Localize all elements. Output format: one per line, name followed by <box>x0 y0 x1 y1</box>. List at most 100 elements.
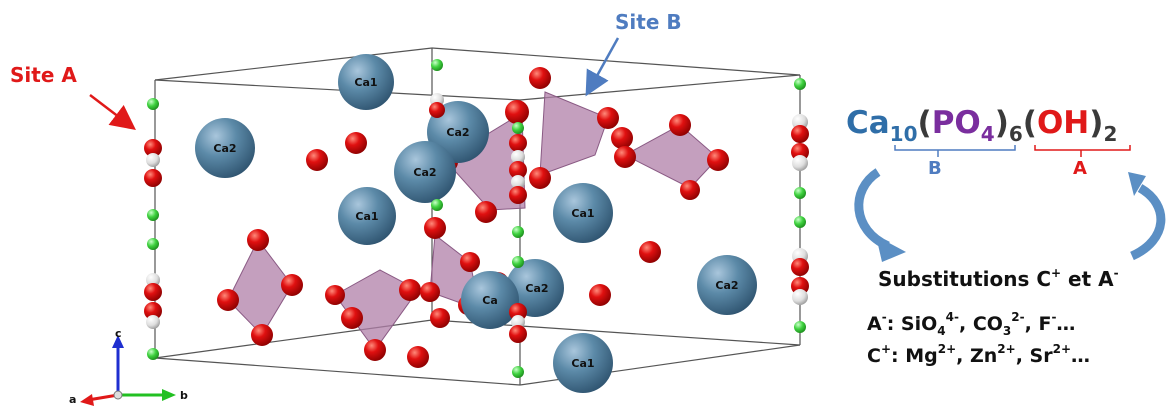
formula-brackets <box>894 145 1131 157</box>
oxygen-atom <box>791 125 809 143</box>
ca-label: Ca2 <box>213 142 236 155</box>
axis-b-head <box>162 389 176 401</box>
oxygen-atom <box>144 169 162 187</box>
formula-oh-mult: 2 <box>1103 122 1118 146</box>
carbonate-sub: 3 <box>1002 324 1012 338</box>
carbonate: , CO <box>958 313 1003 335</box>
group-a-label: A <box>1073 158 1087 179</box>
hydrogen-atom <box>792 155 808 171</box>
formula-ca-sub: 10 <box>889 122 918 146</box>
anion-substitutions: A-: SiO44-, CO32-, F-… <box>867 310 1075 338</box>
phosphate-tetrahedra <box>227 91 719 351</box>
hydrogen-atom <box>511 175 525 189</box>
site-a-arrow <box>89 94 136 131</box>
strontium-sup: 2+ <box>1052 342 1071 356</box>
cation-colon: : <box>891 345 906 367</box>
hydrogen-atom <box>146 153 160 167</box>
green-atom <box>147 98 159 110</box>
cation-prefix-sup: + <box>880 342 892 356</box>
group-b-label: B <box>928 158 942 179</box>
calcium-atom <box>195 118 255 178</box>
calcium-atom <box>553 333 613 393</box>
site-b-label: Site B <box>615 10 682 34</box>
magnesium: Mg <box>905 345 938 367</box>
fluoride-sup: - <box>1051 310 1057 324</box>
formula-po: PO <box>931 105 981 141</box>
axis-b-label: b <box>180 389 188 402</box>
silicate-sub: 4 <box>937 324 946 338</box>
formula-open-paren: ( <box>917 105 932 141</box>
oxygen-atom <box>281 274 303 296</box>
fluoride: , F <box>1024 313 1052 335</box>
substitutions-heading: Substitutions C+ et A- <box>878 266 1119 291</box>
oxygen-atom <box>475 201 497 223</box>
oxygen-atom <box>306 149 328 171</box>
oxygen-atom <box>669 114 691 136</box>
ca-label: Ca <box>482 294 498 307</box>
oxygen-atom <box>341 307 363 329</box>
green-atom <box>431 199 443 211</box>
anion-prefix: A <box>867 313 882 335</box>
green-atom <box>512 256 524 268</box>
hydrogen-atom <box>792 289 808 305</box>
ca-label: Ca1 <box>571 357 594 370</box>
cation-ellipsis: … <box>1071 345 1090 367</box>
green-atom <box>512 366 524 378</box>
green-atom <box>147 348 159 360</box>
oxygen-atom <box>791 258 809 276</box>
anion-colon: : <box>886 313 901 335</box>
subst-text: Substitutions C <box>878 267 1052 291</box>
oxygen-atom <box>399 279 421 301</box>
oxygen-atom <box>247 229 269 251</box>
oxygen-atom <box>251 324 273 346</box>
green-atom <box>794 78 806 90</box>
calcium-atom <box>338 187 396 245</box>
oxygen-atom <box>509 134 527 152</box>
oxygen-atom <box>420 282 440 302</box>
right-curved-arrowhead <box>1128 172 1146 196</box>
site-a-label: Site A <box>10 63 77 87</box>
tetrahedron <box>539 91 609 176</box>
carbonate-sup: 2- <box>1011 310 1025 324</box>
subst-a-sup: - <box>1113 266 1119 280</box>
green-atom <box>794 321 806 333</box>
oxygen-atom <box>611 127 633 149</box>
subst-joiner: et A <box>1061 267 1114 291</box>
oxygen-atom <box>597 107 619 129</box>
oxygen-atom <box>509 325 527 343</box>
ca-label: Ca1 <box>571 207 594 220</box>
ca-label: Ca2 <box>525 282 548 295</box>
oxygen-atom <box>509 161 527 179</box>
hydrogen-atom <box>146 273 160 287</box>
green-atom <box>794 187 806 199</box>
bracket-b <box>894 145 1016 151</box>
calcium-atom <box>338 54 394 110</box>
formula-oh: OH <box>1036 105 1090 141</box>
ca-label: Ca1 <box>355 210 378 223</box>
bracket-a <box>1034 145 1131 151</box>
hydrogen-atom <box>511 150 525 164</box>
axis-triad <box>80 335 176 406</box>
ca-label: Ca1 <box>354 76 377 89</box>
axis-c-head <box>112 335 124 348</box>
axis-a <box>87 393 119 402</box>
site-b-arrow <box>585 37 620 97</box>
oxygen-atom <box>325 285 345 305</box>
left-curved-arrow <box>854 168 891 251</box>
magnesium-sup: 2+ <box>937 342 957 356</box>
oxygen-atom <box>345 132 367 154</box>
oxygen-atom <box>424 217 446 239</box>
calcium-atom <box>461 271 519 329</box>
zinc-sup: 2+ <box>997 342 1016 356</box>
oxygen-atom <box>460 252 480 272</box>
hydroxyapatite-formula: Ca10(PO4)6(OH)2 <box>846 105 1117 146</box>
oxygen-atom <box>639 241 661 263</box>
ca-label: Ca2 <box>446 126 469 139</box>
subst-c-sup: + <box>1051 266 1062 280</box>
axis-origin <box>113 390 123 400</box>
anion-ellipsis: … <box>1056 313 1076 335</box>
oxygen-atom <box>217 289 239 311</box>
cation-prefix: C <box>867 345 881 367</box>
green-atom <box>512 226 524 238</box>
